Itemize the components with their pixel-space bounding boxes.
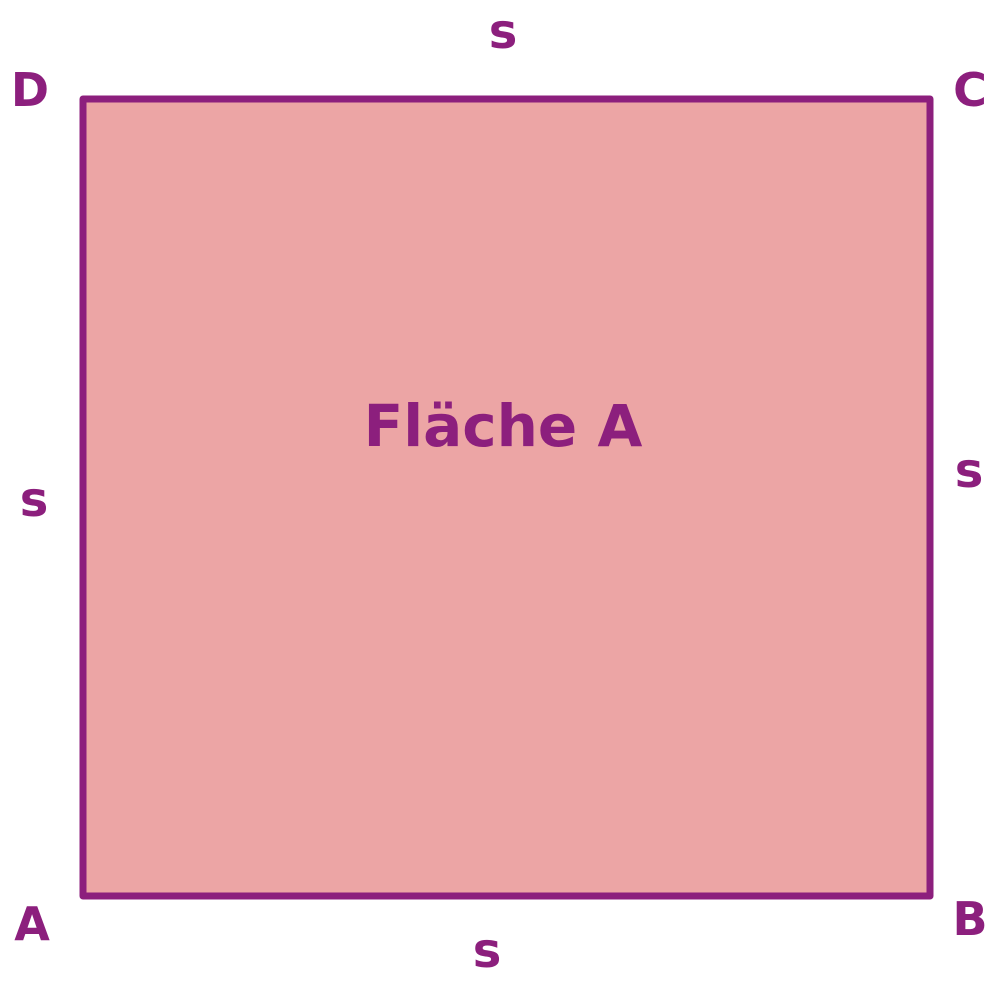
side-label-right: s (955, 443, 984, 499)
vertex-label-a: A (14, 897, 50, 951)
vertex-label-b: B (952, 892, 987, 946)
vertex-label-d: D (11, 63, 49, 117)
vertex-label-c: C (953, 63, 987, 117)
side-label-top: s (489, 4, 518, 60)
area-label: Fläche A (364, 392, 643, 460)
square-shape (79, 95, 934, 900)
side-label-left: s (20, 472, 49, 528)
side-label-bottom: s (473, 923, 502, 979)
